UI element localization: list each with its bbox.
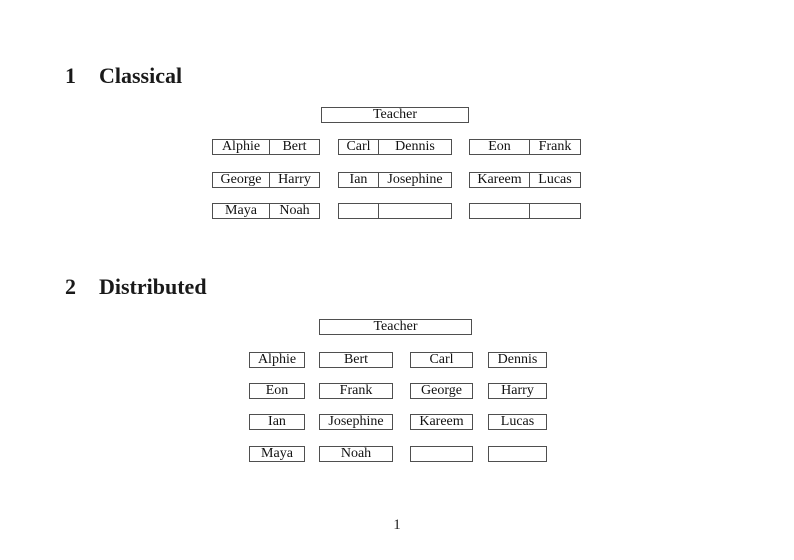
desk-ian-josephine: Ian Josephine [338,172,452,188]
page-number: 1 [393,517,401,533]
seat-empty [410,446,473,462]
seat-dennis: Dennis [488,352,547,368]
seat-kareem: Kareem [470,173,530,187]
section-title: Classical [99,63,183,88]
seat-empty [470,204,530,218]
seat-empty [379,204,451,218]
desk-carl-dennis: Carl Dennis [338,139,452,155]
seat-ian: Ian [339,173,379,187]
section-heading-classical: 1 Classical [65,64,182,88]
seat-alphie: Alphie [213,140,270,154]
desk-george-harry: George Harry [212,172,320,188]
section-heading-distributed: 2 Distributed [65,275,207,299]
section-title: Distributed [99,274,207,299]
desk-empty [338,203,452,219]
desk-empty [469,203,581,219]
desk-eon-frank: Eon Frank [469,139,581,155]
seat-frank: Frank [538,139,572,154]
seat-empty [339,204,379,218]
seat-josephine: Josephine [319,414,393,430]
teacher-label: Teacher [372,107,418,122]
seat-dennis: Dennis [395,139,435,154]
seat-carl: Carl [339,140,379,154]
teacher-label: Teacher [373,319,418,334]
seat-harry: Harry [278,172,311,187]
seat-eon: Eon [470,140,530,154]
seat-empty [530,204,580,218]
seat-lucas: Lucas [538,172,572,187]
seat-maya: Maya [213,204,270,218]
seat-josephine: Josephine [387,172,443,187]
seat-alphie: Alphie [249,352,305,368]
seat-george: George [410,383,473,399]
seat-maya: Maya [249,446,305,462]
seat-eon: Eon [249,383,305,399]
desk-maya-noah: Maya Noah [212,203,320,219]
seat-noah: Noah [319,446,393,462]
seat-bert: Bert [282,139,307,154]
seat-kareem: Kareem [410,414,473,430]
seat-carl: Carl [410,352,473,368]
seat-frank: Frank [319,383,393,399]
section-number: 1 [65,63,76,88]
seat-george: George [213,173,270,187]
seat-noah: Noah [279,203,310,218]
desk-alphie-bert: Alphie Bert [212,139,320,155]
section-number: 2 [65,274,76,299]
teacher-box-distributed: Teacher [319,319,472,335]
seat-empty [488,446,547,462]
seat-lucas: Lucas [488,414,547,430]
teacher-box-classical: Teacher [321,107,469,123]
seat-harry: Harry [488,383,547,399]
seat-ian: Ian [249,414,305,430]
desk-kareem-lucas: Kareem Lucas [469,172,581,188]
seat-bert: Bert [319,352,393,368]
